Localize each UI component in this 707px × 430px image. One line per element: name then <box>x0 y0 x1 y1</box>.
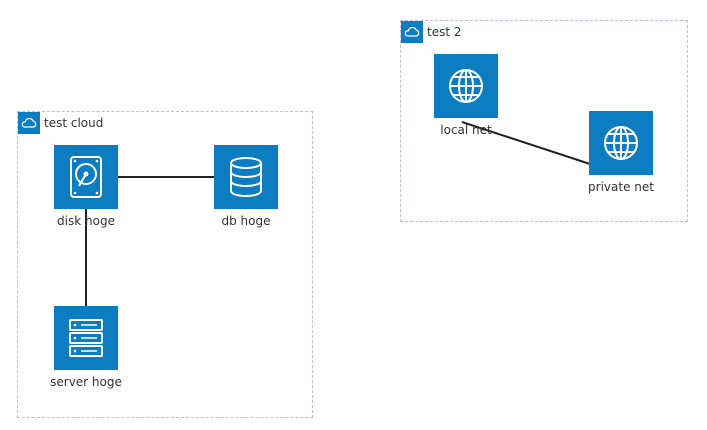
node-label: db hoge <box>221 214 271 228</box>
node-icon-box <box>589 111 653 175</box>
globe-icon <box>604 126 638 160</box>
database-icon <box>230 157 262 197</box>
node-icon-box <box>54 145 118 209</box>
node-private-net[interactable]: private net <box>588 111 654 194</box>
cloud-icon <box>18 112 40 134</box>
node-icon-box <box>54 306 118 370</box>
node-label: server hoge <box>50 375 122 389</box>
group-label: test cloud <box>44 116 104 130</box>
node-icon-box <box>214 145 278 209</box>
node-server-hoge[interactable]: server hoge <box>50 306 122 389</box>
group-header: test cloud <box>18 112 103 134</box>
edge-local-to-private <box>461 121 591 165</box>
group-test-cloud[interactable]: test cloud <box>17 111 313 418</box>
cloud-icon <box>401 21 423 43</box>
node-local-net[interactable]: local net <box>434 54 498 137</box>
group-test-2[interactable]: test 2 <box>400 20 688 222</box>
node-label: disk hoge <box>57 214 115 228</box>
node-icon-box <box>434 54 498 118</box>
node-db-hoge[interactable]: db hoge <box>214 145 278 228</box>
hard-disk-icon <box>70 156 102 198</box>
globe-icon <box>449 69 483 103</box>
node-disk-hoge[interactable]: disk hoge <box>54 145 118 228</box>
group-label: test 2 <box>427 25 462 39</box>
group-header: test 2 <box>401 21 462 43</box>
node-label: private net <box>588 180 654 194</box>
node-label: local net <box>440 123 492 137</box>
server-rack-icon <box>69 319 103 357</box>
